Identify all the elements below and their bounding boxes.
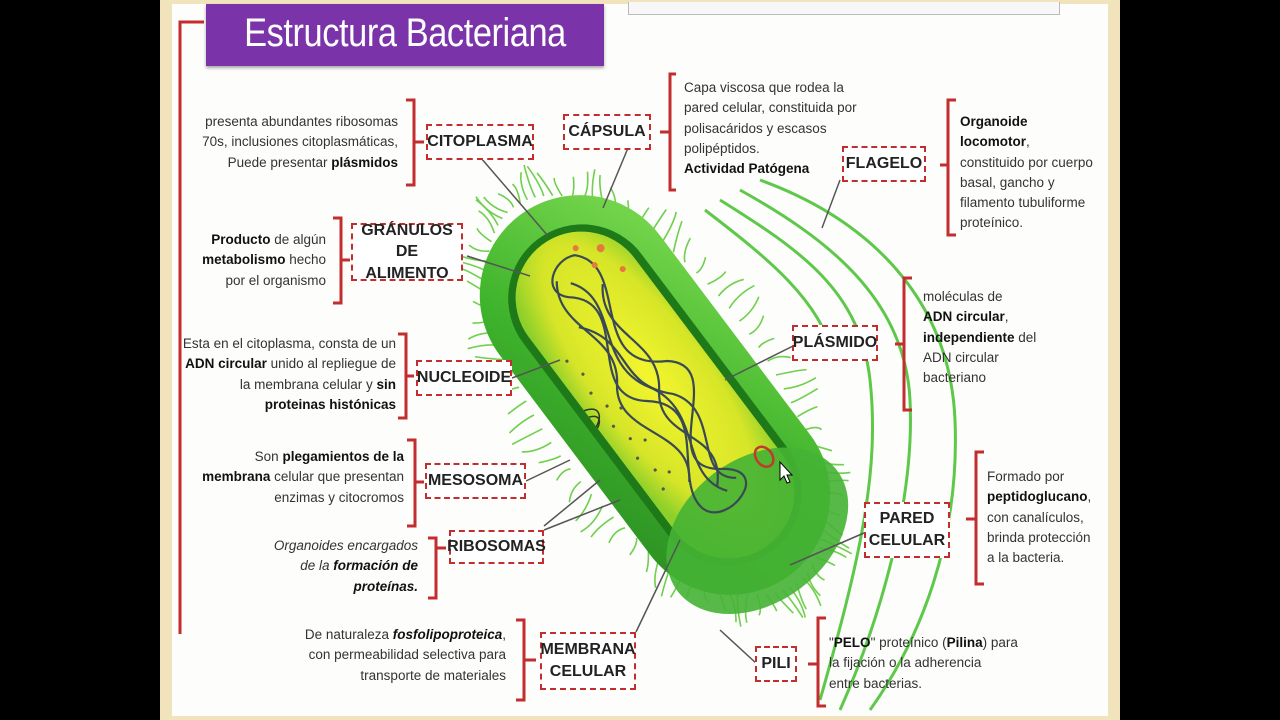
- pilus-hair: [748, 315, 765, 335]
- pilus-hair: [790, 387, 819, 404]
- pilus-hair: [580, 505, 604, 533]
- pilus-hair: [758, 337, 775, 349]
- pilus-hair: [553, 177, 563, 197]
- top-toolbar-strip: [628, 2, 1060, 15]
- leader-lines: [466, 147, 865, 665]
- label-capsula: CÁPSULA: [563, 114, 651, 150]
- pilus-hair: [767, 355, 791, 362]
- pilus-hair: [571, 176, 575, 198]
- pilus-hair: [521, 441, 552, 453]
- pilus-hair: [483, 196, 508, 214]
- pilus-hair: [511, 428, 543, 446]
- pilus-hair: [728, 284, 755, 309]
- left-border-line: [178, 20, 204, 634]
- pilus-hair: [672, 220, 683, 253]
- pilus-hair: [526, 165, 545, 197]
- pilus-hair: [695, 256, 707, 274]
- pilus-hair: [568, 481, 582, 503]
- desc-membrana-celular: De naturaleza fosfolipoproteica,con perm…: [304, 627, 506, 683]
- label-pared-celular: PARED CELULAR: [864, 502, 950, 558]
- pilus-hair: [608, 527, 626, 544]
- label-pili: PILI: [755, 646, 797, 682]
- pilus-hair: [520, 172, 529, 201]
- pilus-hair: [476, 227, 492, 243]
- pilus-hair: [661, 211, 678, 244]
- label-ribosomas: RIBOSOMAS: [447, 530, 546, 564]
- pilus-hair: [538, 455, 562, 464]
- brackets: [333, 72, 984, 708]
- pilus-hair: [507, 400, 527, 415]
- ribosome-dots: [565, 359, 671, 491]
- label-membrana-celular: MEMBRANA CELULAR: [540, 632, 636, 690]
- pilus-hair: [478, 210, 496, 234]
- pilus-hair: [511, 183, 521, 204]
- pilus-hair: [536, 172, 554, 197]
- bacterium-cell: [479, 195, 849, 615]
- desc-citoplasma: presenta abundantes ribosomas 70s, inclu…: [202, 114, 398, 170]
- mouse-cursor: [779, 460, 794, 484]
- pilus-hair: [707, 271, 727, 285]
- label-granulos-de-alimento: GRÁNULOS DE ALIMENTO: [351, 222, 463, 282]
- desc-capsula: Capa viscosa que rodea la pared celular,…: [684, 80, 857, 176]
- pilus-hair: [555, 468, 571, 481]
- pilus-hair: [468, 244, 490, 253]
- pilus-hair: [590, 516, 615, 538]
- pilus-hair: [775, 368, 807, 376]
- label-nucleoide: NUCLEOIDE: [416, 360, 512, 396]
- mesosome: [583, 408, 601, 429]
- pilus-hair: [783, 376, 817, 390]
- label-plasmido: PLÁSMIDO: [792, 325, 878, 361]
- pilus-hair: [508, 414, 535, 434]
- pilus-hair: [475, 199, 499, 226]
- pilus-hair: [523, 164, 536, 198]
- label-flagelo: FLAGELO: [842, 146, 926, 182]
- nucleoid-dna: [551, 254, 748, 514]
- pilus-hair: [497, 192, 515, 208]
- pilus-hair: [683, 237, 691, 263]
- desc-flagelo: Organoide locomotor, constituido por cue…: [960, 114, 1093, 231]
- title-background: [206, 4, 604, 66]
- pilus-hair: [629, 537, 638, 556]
- pilus-hair: [575, 493, 593, 522]
- page-title: Estructura Bacteriana: [244, 11, 566, 55]
- pilus-hair: [475, 196, 503, 220]
- pilus-hair: [796, 405, 818, 418]
- pilus-hair: [739, 296, 760, 322]
- label-citoplasma: CITOPLASMA: [426, 124, 534, 160]
- food-granules: [572, 244, 626, 273]
- label-mesosoma: MESOSOMA: [425, 463, 526, 499]
- pilus-hair: [717, 278, 744, 297]
